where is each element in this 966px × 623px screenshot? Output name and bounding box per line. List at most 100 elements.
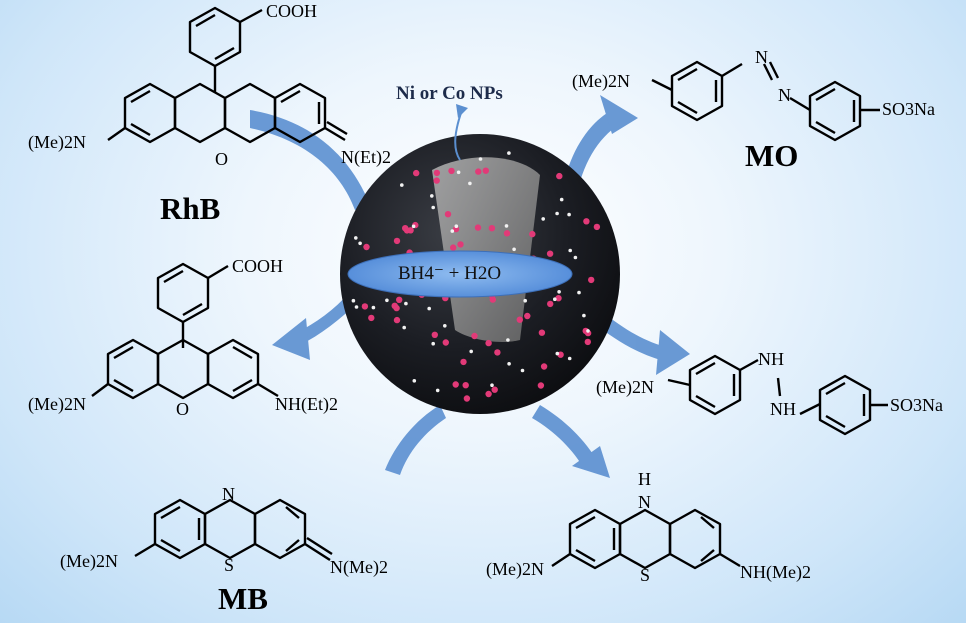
nanoparticle-dot [463,395,471,402]
pore-dot [555,211,559,216]
pore-dot [520,368,525,373]
rhb-red-nhet2-label: NH(Et)2 [275,394,338,414]
pore-dot [430,194,434,198]
nanoparticle-dot [537,382,545,389]
pore-dot [450,229,455,233]
pore-dot [490,383,494,388]
nanoparticle-dot [593,223,601,231]
pore-dot [456,170,461,175]
pore-dot [507,362,511,366]
rhb-red-oxygen-label: O [176,399,189,419]
arrow-mb-out-head [572,446,610,478]
nanoparticle-dot [368,314,375,322]
arrow-mo-in-head [600,95,638,134]
nanoparticle-dot [488,225,496,232]
pore-dot [411,224,416,229]
pore-dot [553,297,557,302]
pore-dot [582,313,586,318]
nanoparticle-dot [556,172,563,180]
nanoparticle-dot [494,349,501,356]
pore-dot [512,247,516,252]
nanoparticle-dot [452,225,460,233]
pore-dot [586,329,590,333]
arrow-mo-out-head [656,330,690,375]
pore-dot [427,306,432,311]
pore-dot [443,324,447,328]
mo-red-so3na-label: SO3Na [890,395,943,415]
pore-dot [506,338,510,342]
rhb-net2-label: N(Et)2 [341,147,391,167]
pore-dot [412,379,417,383]
mb-red-nme2-label: (Me)2N [486,559,544,579]
nanoparticle-dot [584,338,591,346]
pore-dot [557,290,561,294]
mo-red-nh-b-label: NH [770,399,796,419]
nanoparticle-dot [546,250,554,257]
mb-red-nitrogen-label: N [638,492,651,512]
arrow-mb-out [532,405,598,470]
mo-reduced-structure [667,354,888,436]
pore-dot [559,197,564,202]
mo-azo-n2-label: N [778,85,791,105]
nanoparticle-dot [524,312,531,320]
rhb-oxygen-label: O [215,149,228,169]
mb-reduced-structure [551,508,741,570]
mb-structure [134,498,333,562]
nanoparticle-dot [433,177,440,184]
mo-title: MO [745,138,799,173]
nanoparticle-dot [588,276,595,284]
mo-red-nh-a-label: NH [758,349,784,369]
nanoparticle-dot [433,169,441,177]
arrow-rhb-in [250,110,370,210]
nanoparticle-dot [460,358,467,366]
nanoparticle-dot [547,300,554,308]
mb-nitrogen-label: N [222,484,235,504]
mb-nme2-right-label: N(Me)2 [330,557,388,577]
pore-dot [504,224,509,228]
pore-dot [577,290,581,295]
pore-dot [454,224,459,228]
nanoparticle-dot [503,230,511,237]
pore-dot [469,349,474,354]
nanoparticle-dot [361,303,369,310]
mb-red-nhme2-label: NH(Me)2 [740,562,811,582]
nanoparticle-dot [413,169,420,177]
arrow-mo-out [592,310,670,362]
mo-azo-n1-label: N [755,47,768,67]
nanoparticle-dot [583,218,590,225]
reagent-ellipse [347,250,573,298]
pore-dot [371,305,376,310]
mo-structure [651,60,880,142]
nanoparticle-dot [538,329,546,336]
nanoparticle-dot [485,390,492,398]
nanoparticle-dot [431,331,438,338]
nanoparticle-dot [540,363,548,370]
pore-dot [478,157,483,161]
nanoparticle-dot [482,167,489,174]
nanoparticle-dot [474,224,482,231]
nanoparticle-dot [529,230,536,238]
pore-dot [507,151,511,155]
rhb-nme2-label: (Me)2N [28,132,86,152]
rhb-reduced-structure [91,262,279,400]
rhb-structure [107,6,348,144]
nanoparticle-dot [491,386,498,393]
nanoparticle-dot [471,332,478,340]
nanoparticle-dot [442,339,449,346]
nanoparticle-dot [396,296,403,303]
nanoparticle-dot [452,381,459,388]
cooh-label-mid: COOH [232,256,284,276]
mb-title: MB [218,581,268,616]
pore-dot [468,181,472,186]
pore-dot [435,388,440,393]
cooh-label-top: COOH [266,1,318,21]
nanoparticle-dot [457,241,464,248]
nanoparticle-dot [485,339,492,347]
pore-dot [567,356,572,361]
nanoparticle-dot [475,168,482,175]
pore-dot [354,305,359,309]
rhb-title: RhB [160,191,221,226]
pore-dot [568,248,572,253]
